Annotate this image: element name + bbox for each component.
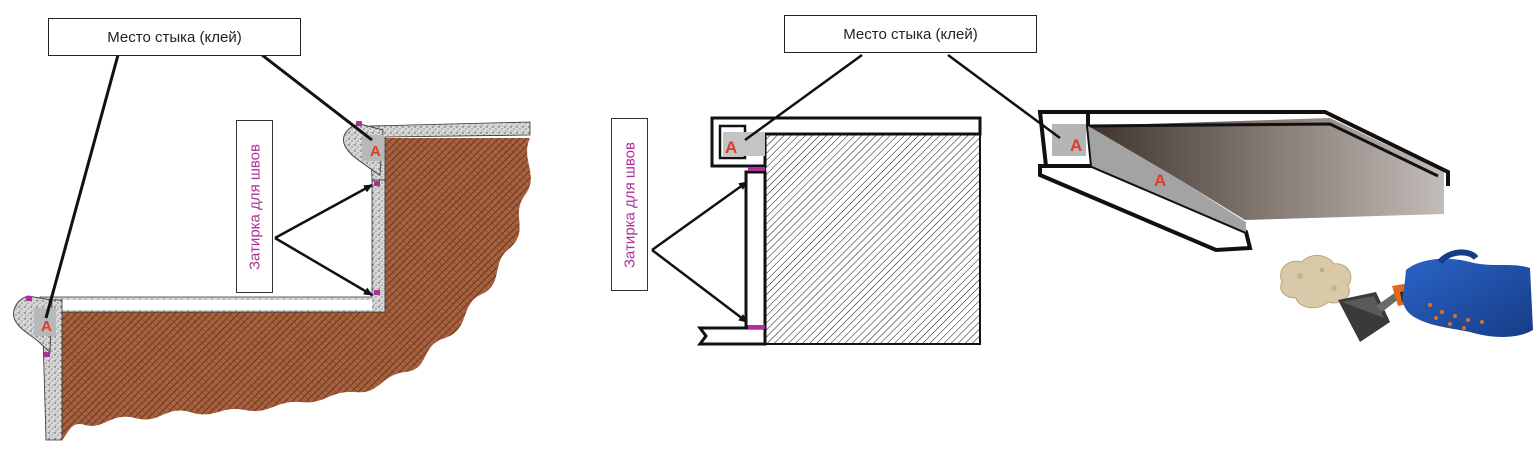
marker-a-side: А <box>1154 171 1166 190</box>
wall-block <box>764 133 981 345</box>
middle-section-diagram: А <box>651 53 982 346</box>
grout-label-middle: Затирка для швов <box>611 118 648 291</box>
left-section-diagram: А А <box>13 53 531 441</box>
plaster-layer-recess <box>39 179 386 313</box>
marker-a-front: А <box>1070 136 1082 155</box>
grout-label-left: Затирка для швов <box>236 120 273 293</box>
grout-label-left-text: Затирка для швов <box>246 143 263 270</box>
joint-label-left: Место стыка (клей) <box>48 18 301 56</box>
right-perspective-diagram: А А <box>947 53 1450 253</box>
marker-a-bottom: А <box>41 318 52 335</box>
marker-a-middle: А <box>725 138 737 157</box>
grout-label-middle-text: Затирка для швов <box>621 141 638 268</box>
joint-label-middle: Место стыка (клей) <box>784 15 1037 53</box>
bottom-profile <box>697 326 767 346</box>
slab-face <box>1088 118 1444 220</box>
trowel-hand-icon <box>1280 249 1533 342</box>
marker-a-top: А <box>370 143 381 160</box>
side-rail <box>744 170 767 329</box>
